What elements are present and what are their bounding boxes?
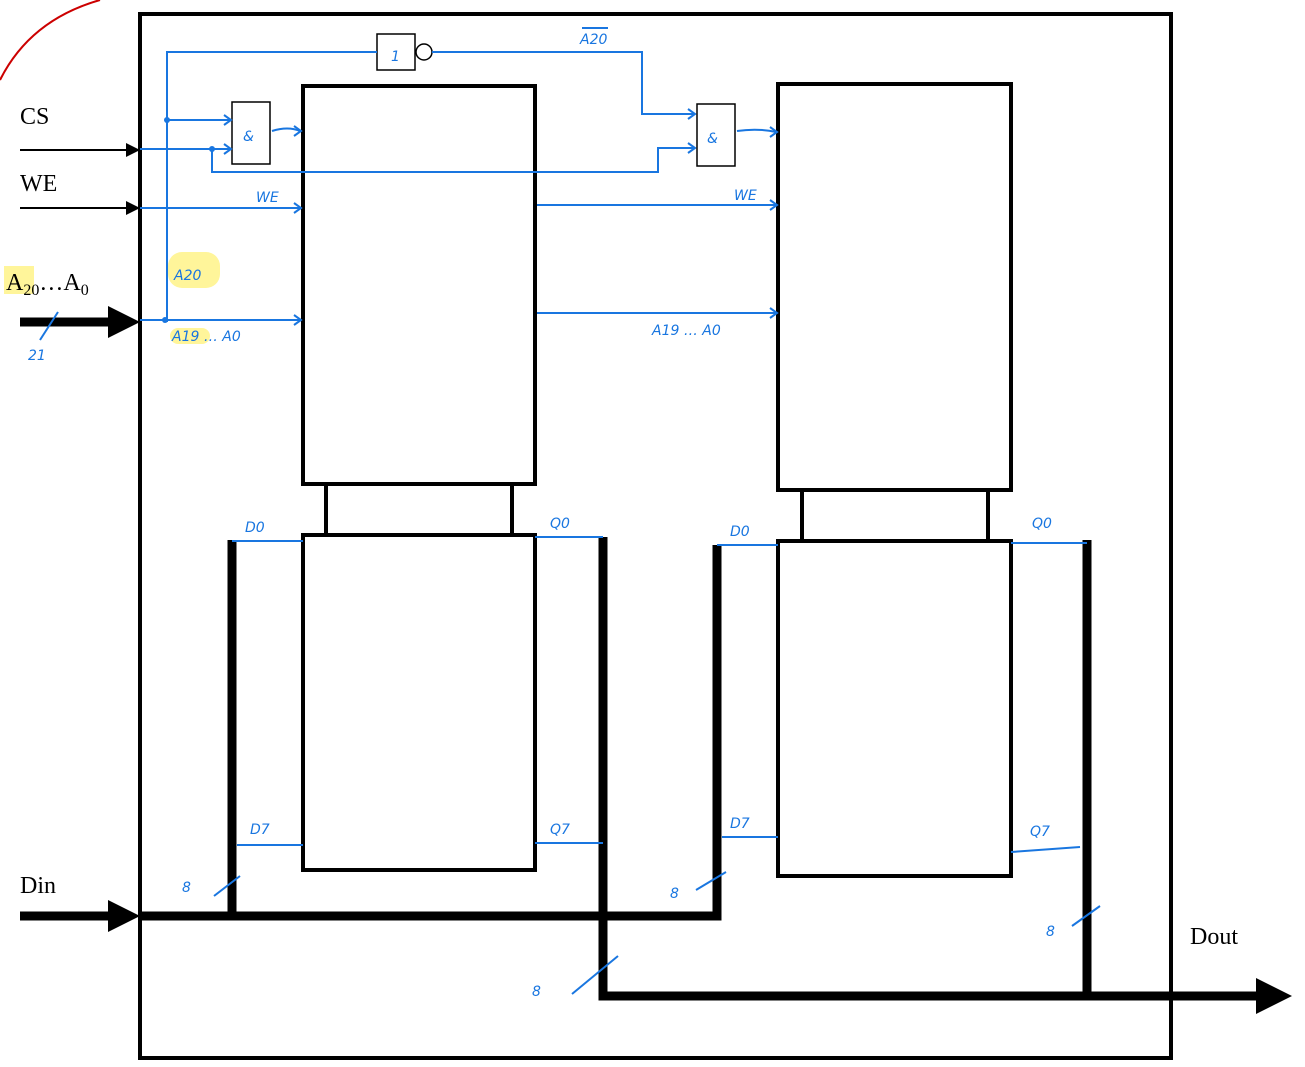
cs-label: CS [20, 104, 49, 130]
and-left-arrowhead-1 [223, 114, 233, 126]
q0-right-label: Q0 [1032, 516, 1052, 532]
and-gate-left-label: & [243, 129, 254, 145]
we-label: WE [20, 171, 57, 197]
we-right-arrowhead [769, 199, 779, 211]
a20-bar-arrowhead [687, 108, 697, 120]
a20-bar-line [432, 51, 694, 115]
din-left-width: 8 [182, 880, 191, 896]
q7-right-label: Q7 [1030, 824, 1050, 840]
dout-right-tick [1071, 905, 1101, 927]
din-right-width: 8 [670, 886, 679, 902]
din-right-tick [695, 871, 727, 891]
module-outline [138, 12, 1173, 1060]
dout-left-width: 8 [532, 984, 541, 1000]
we-right-annotation: WE [734, 188, 757, 204]
cs-branch-line [211, 147, 694, 173]
junction-a20 [164, 117, 170, 123]
and-right-output-arrow [769, 126, 779, 138]
left-control-block [301, 84, 537, 486]
addr-highlight [4, 266, 34, 294]
d7-left-label: D7 [250, 822, 270, 838]
cs-arrow [126, 143, 140, 157]
dout-bus [598, 537, 1092, 1001]
and-left-arrowhead-2 [223, 143, 233, 155]
addr-right-arrowhead [769, 307, 779, 319]
addr-left-annotation: A19 … A0 [171, 329, 241, 345]
and-gate-right-label: & [707, 131, 718, 147]
and-gate-right [696, 103, 736, 167]
we-left-arrowhead [293, 202, 303, 214]
we-left-annotation: WE [256, 190, 279, 206]
din-left-tick [213, 875, 241, 897]
not-gate-label: 1 [391, 49, 400, 65]
d0-right-label: D0 [730, 524, 750, 540]
addr-label: A20…A0 [6, 270, 89, 299]
dout-label: Dout [1190, 924, 1238, 950]
and-left-output [271, 127, 301, 132]
addr-left-highlight [170, 328, 210, 344]
left-data-block [301, 533, 537, 872]
din-arrow [108, 900, 140, 932]
and-left-output-arrow [293, 125, 303, 137]
dout-right-width: 8 [1046, 924, 1055, 940]
addr-width-tick [39, 311, 59, 341]
dout-arrow [1256, 978, 1292, 1014]
d7-right-label: D7 [730, 816, 750, 832]
addr-arrow [108, 306, 140, 338]
din-bus [140, 545, 722, 921]
din-label: Din [20, 873, 56, 899]
addr-left-arrowhead [293, 314, 303, 326]
right-data-block [776, 539, 1013, 878]
a20-highlight [168, 252, 220, 288]
right-control-block [776, 82, 1013, 492]
addr-width-label: 21 [28, 348, 46, 364]
a20-annotation: A20 [173, 268, 201, 284]
d0-left-label: D0 [245, 520, 265, 536]
a20-line [166, 51, 377, 322]
cs-branch-arrowhead [687, 142, 697, 154]
corner-arc [0, 0, 101, 81]
addr-right-annotation: A19 … A0 [651, 323, 721, 339]
dout-left-tick [571, 955, 619, 995]
not-gate-bubble [415, 43, 433, 61]
and-right-output [736, 128, 777, 133]
we-arrow [126, 201, 140, 215]
a20-bar-label: A20 [579, 32, 607, 48]
and-gate-left [231, 101, 271, 165]
q0-left-label: Q0 [550, 516, 570, 532]
q7-left-label: Q7 [550, 822, 570, 838]
q7-right-line [1010, 846, 1081, 853]
